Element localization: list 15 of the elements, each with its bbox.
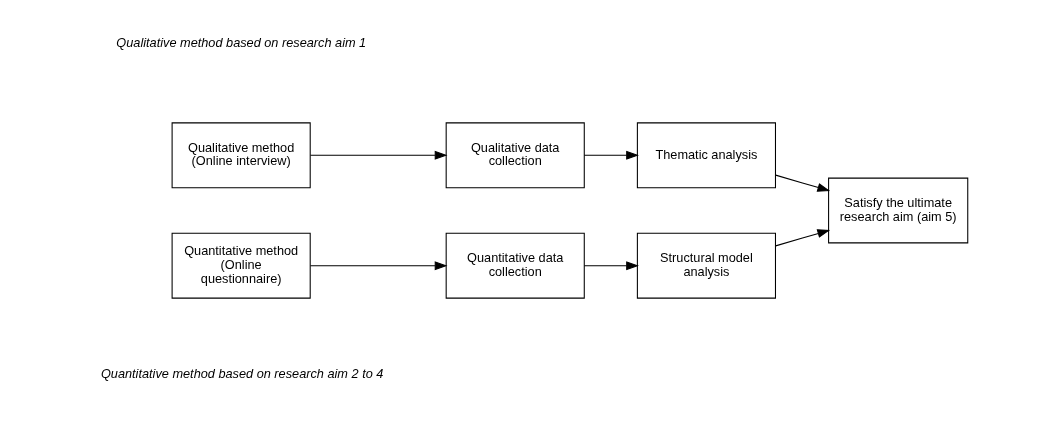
- node-box: Quantitative method (Online questionnaire): [171, 232, 311, 299]
- arrow: [583, 261, 639, 271]
- node-box: Qualitative method (Online interview): [171, 122, 311, 189]
- arrow: [774, 229, 830, 247]
- label: Qualitative method based on research aim 1: [115, 35, 366, 51]
- arrow: [309, 150, 447, 160]
- node-box: Satisfy the ultimate research aim (aim 5): [827, 177, 968, 244]
- arrow: [583, 150, 639, 160]
- arrow: [309, 261, 447, 271]
- arrow: [774, 174, 830, 192]
- node-box: Qualitative data collection: [445, 122, 585, 189]
- node-box: Quantitative data collection: [445, 232, 585, 299]
- node-box: Thematic analysis: [636, 122, 776, 189]
- label: Quantitative method based on research aim 2 to 4: [100, 366, 383, 382]
- node-box: Structural model analysis: [636, 232, 776, 299]
